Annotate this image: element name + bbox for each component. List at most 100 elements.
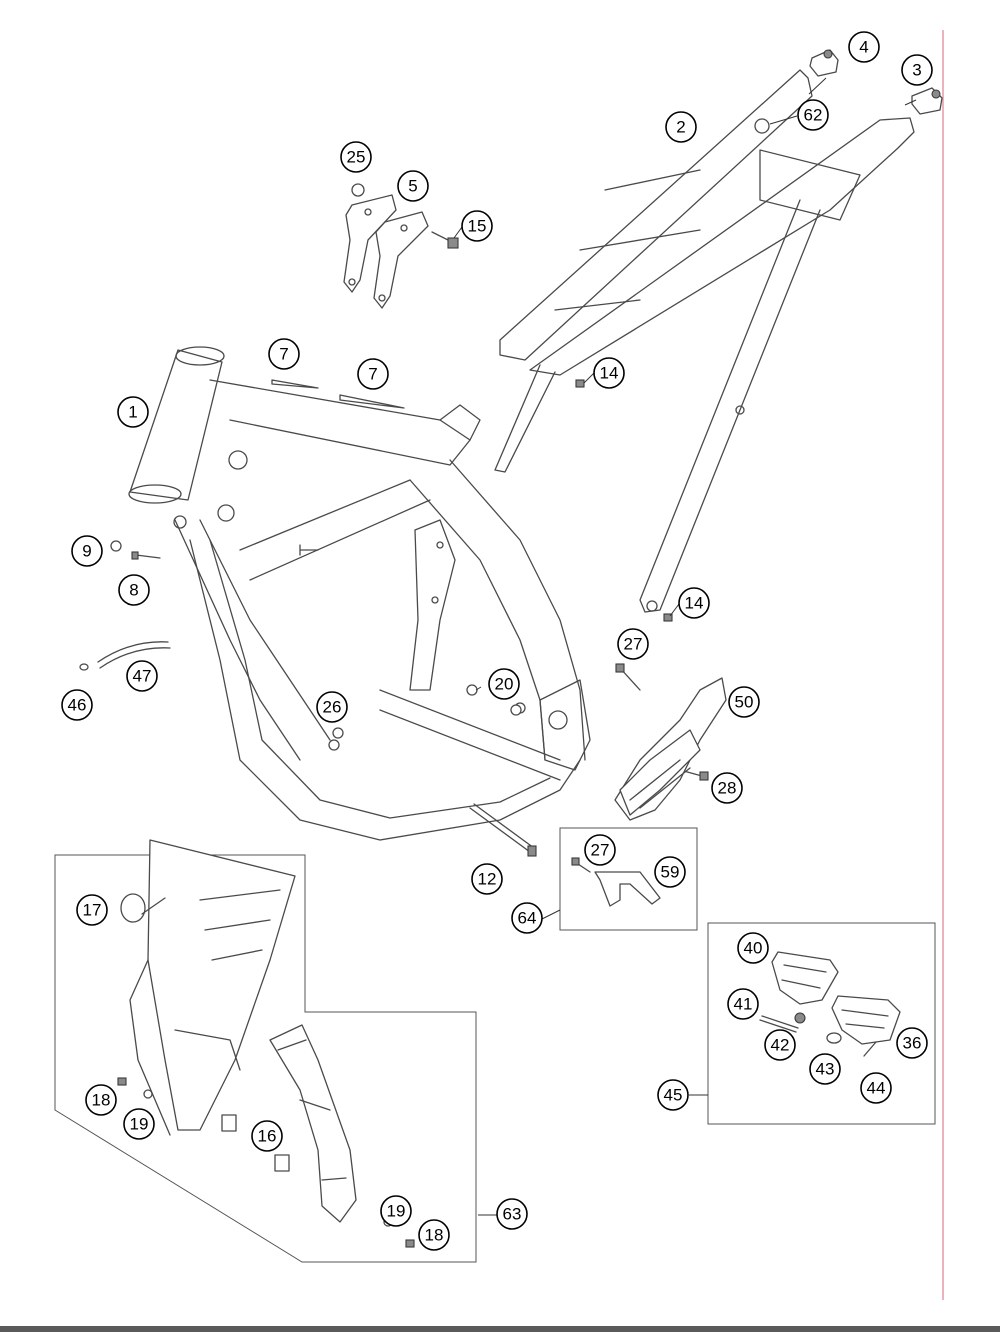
svg-text:44: 44 xyxy=(867,1079,886,1098)
callout-18b: 18 xyxy=(418,1219,450,1251)
svg-text:8: 8 xyxy=(129,581,138,600)
screw-14-top xyxy=(575,379,585,388)
spring-42 xyxy=(794,1012,806,1024)
svg-text:41: 41 xyxy=(734,995,753,1014)
callout-27a: 27 xyxy=(617,628,649,660)
group-63-box xyxy=(54,854,477,1263)
main-frame xyxy=(128,346,591,841)
callout-19a: 19 xyxy=(123,1108,155,1140)
direction-arrow-right xyxy=(339,394,405,409)
spacer-16a xyxy=(221,1114,237,1132)
callout-20: 20 xyxy=(488,668,520,700)
svg-text:28: 28 xyxy=(718,779,737,798)
hose-47 xyxy=(97,641,169,663)
clamp-59 xyxy=(571,857,661,907)
cable-tie-17 xyxy=(120,893,166,923)
frame-protector-right xyxy=(269,1024,357,1223)
svg-text:14: 14 xyxy=(600,364,619,383)
callout-8: 8 xyxy=(118,574,150,606)
bolt-8 xyxy=(135,554,161,559)
svg-text:18: 18 xyxy=(92,1091,111,1110)
svg-text:2: 2 xyxy=(676,118,685,137)
svg-text:12: 12 xyxy=(478,870,497,889)
nut-20a xyxy=(466,684,478,696)
svg-text:40: 40 xyxy=(744,939,763,958)
callout-63: 63 xyxy=(496,1198,528,1230)
end-cap-3 xyxy=(911,87,943,115)
svg-text:47: 47 xyxy=(133,667,152,686)
clip-46 xyxy=(79,663,89,671)
engine-mount-plates xyxy=(343,183,459,309)
callout-26: 26 xyxy=(316,691,348,723)
bottom-bar xyxy=(0,1326,1000,1332)
callout-28: 28 xyxy=(711,772,743,804)
svg-text:26: 26 xyxy=(323,698,342,717)
callout-36: 36 xyxy=(896,1027,928,1059)
callout-1: 1 xyxy=(117,396,149,428)
screw-14-bottom xyxy=(663,613,673,622)
spacer-16b xyxy=(274,1154,290,1172)
callout-41: 41 xyxy=(727,988,759,1020)
svg-text:5: 5 xyxy=(408,177,417,196)
svg-text:27: 27 xyxy=(591,841,610,860)
svg-text:9: 9 xyxy=(82,542,91,561)
svg-text:3: 3 xyxy=(912,61,921,80)
callout-7b: 7 xyxy=(357,358,389,390)
svg-text:7: 7 xyxy=(368,365,377,384)
svg-text:43: 43 xyxy=(816,1060,835,1079)
callout-44: 44 xyxy=(860,1072,892,1104)
svg-text:16: 16 xyxy=(258,1127,277,1146)
callout-42: 42 xyxy=(764,1029,796,1061)
svg-text:1: 1 xyxy=(128,403,137,422)
callout-46: 46 xyxy=(61,689,93,721)
group-45-box xyxy=(707,922,936,1125)
callout-17: 17 xyxy=(76,894,108,926)
callout-7a: 7 xyxy=(268,338,300,370)
svg-text:50: 50 xyxy=(735,693,754,712)
rear-subframe xyxy=(494,69,915,613)
bolt-head-8 xyxy=(131,551,139,560)
callout-62: 62 xyxy=(797,99,829,131)
svg-text:59: 59 xyxy=(661,863,680,882)
callout-3: 3 xyxy=(901,54,933,86)
callout-14b: 14 xyxy=(678,587,710,619)
washer-43 xyxy=(826,1032,842,1044)
callout-2: 2 xyxy=(665,111,697,143)
svg-text:4: 4 xyxy=(859,38,868,57)
callout-27b: 27 xyxy=(584,834,616,866)
svg-text:17: 17 xyxy=(83,901,102,920)
washer-19-left xyxy=(143,1089,153,1099)
chain-guide-50 xyxy=(614,677,727,821)
callout-9: 9 xyxy=(71,535,103,567)
pin-44 xyxy=(863,1041,877,1057)
svg-text:42: 42 xyxy=(771,1036,790,1055)
bolt-head-12 xyxy=(527,845,537,857)
footpeg-40 xyxy=(771,951,839,1005)
end-cap-4 xyxy=(809,49,839,77)
callout-16: 16 xyxy=(251,1120,283,1152)
svg-text:18: 18 xyxy=(425,1226,444,1245)
svg-text:63: 63 xyxy=(503,1205,522,1224)
svg-text:15: 15 xyxy=(468,217,487,236)
bolt-12 xyxy=(469,807,531,853)
callout-43: 43 xyxy=(809,1053,841,1085)
svg-text:20: 20 xyxy=(495,675,514,694)
callout-59: 59 xyxy=(654,856,686,888)
screw-18-left xyxy=(117,1077,127,1086)
callout-15: 15 xyxy=(461,210,493,242)
callout-19b: 19 xyxy=(380,1195,412,1227)
callout-25: 25 xyxy=(340,141,372,173)
callout-40: 40 xyxy=(737,932,769,964)
callout-45: 45 xyxy=(657,1079,689,1111)
nut-9 xyxy=(110,540,122,552)
svg-text:27: 27 xyxy=(624,635,643,654)
svg-text:14: 14 xyxy=(685,594,704,613)
nut-20b xyxy=(510,704,522,716)
svg-text:46: 46 xyxy=(68,696,87,715)
svg-text:25: 25 xyxy=(347,148,366,167)
svg-text:62: 62 xyxy=(804,106,823,125)
bushing-62 xyxy=(754,118,770,134)
svg-text:64: 64 xyxy=(518,909,537,928)
